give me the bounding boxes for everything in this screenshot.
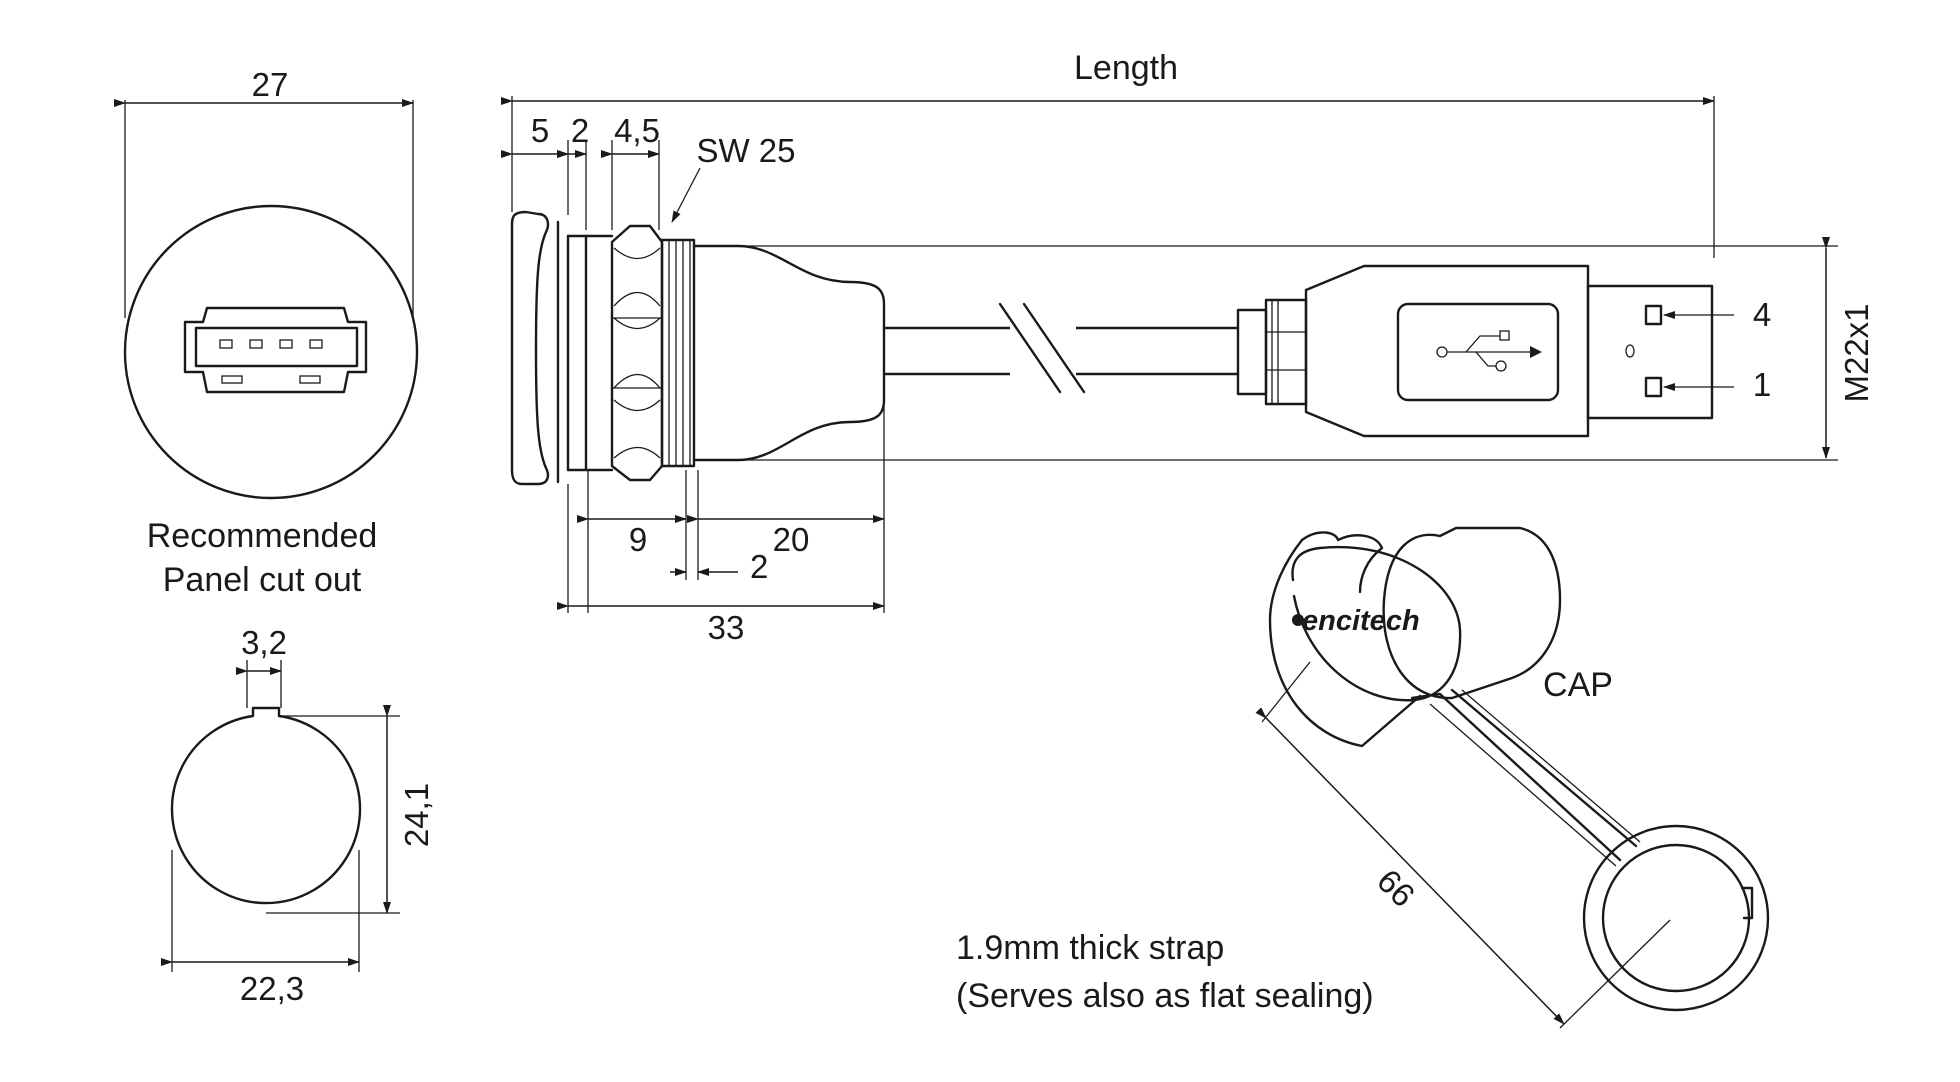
thread xyxy=(660,238,696,468)
thread-length-label: 9 xyxy=(629,521,647,558)
cutout-height-label: 24,1 xyxy=(398,783,435,847)
cutout-shape xyxy=(170,706,362,905)
hex-nut xyxy=(610,224,664,482)
pin-bottom-label: 1 xyxy=(1753,366,1771,403)
strap-length-dimension xyxy=(1255,707,1565,1025)
front-width-label: 27 xyxy=(252,66,289,103)
key-width-label: 3,2 xyxy=(241,624,287,661)
nut-dim-label: 4,5 xyxy=(614,112,660,149)
front-view: 27 Recommended Panel cut out xyxy=(114,66,419,599)
usb-logo-panel xyxy=(1396,302,1560,402)
flange-dim-label: 5 xyxy=(531,112,549,149)
usb-a-socket xyxy=(183,306,368,394)
usb-a-plug xyxy=(1236,264,1714,438)
connector-body xyxy=(692,244,886,462)
cap-label: CAP xyxy=(1543,666,1613,704)
side-view: Length 5 2 4,5 SW 25 xyxy=(501,49,1875,646)
caption-line-1: Recommended xyxy=(147,517,378,555)
caption-line-2: Panel cut out xyxy=(163,561,362,599)
offset-label: 2 xyxy=(750,548,768,585)
cap-ring-outer xyxy=(1382,526,1562,700)
cable-break-mark xyxy=(998,302,1062,394)
flange xyxy=(510,210,550,486)
pin-top-label: 4 xyxy=(1753,296,1771,333)
cap-ring-inner xyxy=(1291,545,1462,702)
front-flange-circle xyxy=(123,204,419,500)
gap-dim-label: 2 xyxy=(571,112,589,149)
cutout-diameter-label: 22,3 xyxy=(240,970,304,1007)
cap-ring-lower xyxy=(1582,824,1770,1012)
panel-cutout: 3,2 24,1 22,3 xyxy=(161,624,435,1007)
total-length-label: 33 xyxy=(708,609,745,646)
cap-strap xyxy=(1410,692,1622,862)
cap-brand: encitech xyxy=(1302,605,1420,637)
thread-spec-label: M22x1 xyxy=(1838,303,1875,402)
strap-note-2: (Serves also as flat sealing) xyxy=(956,977,1374,1015)
usb-icon xyxy=(1436,330,1542,372)
cap: encitech CAP 66 1.9mm thick strap (Serve… xyxy=(956,526,1770,1029)
wrench-size-label: SW 25 xyxy=(696,132,795,169)
body-length-label: 20 xyxy=(773,521,810,558)
strap-note-1: 1.9mm thick strap xyxy=(956,929,1224,967)
length-label: Length xyxy=(1074,49,1178,87)
